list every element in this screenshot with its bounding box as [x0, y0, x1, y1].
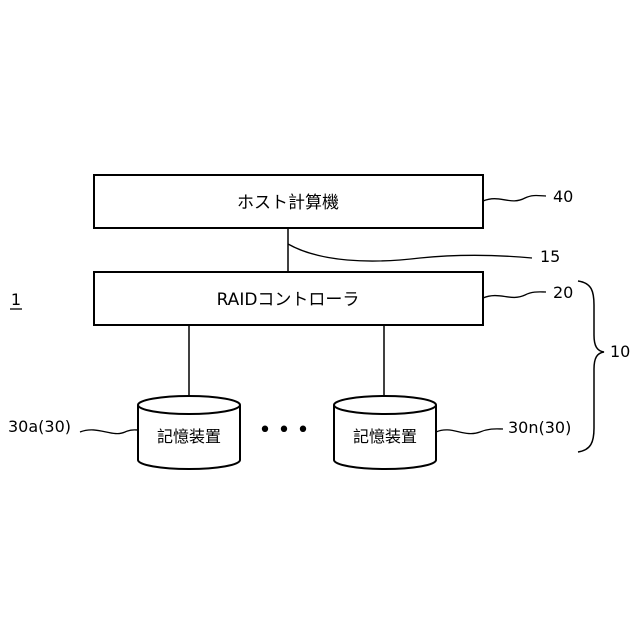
- connection-ref-label: 15: [540, 247, 560, 266]
- disk-ellipsis: •••: [259, 418, 316, 443]
- host-leader-line: [483, 196, 546, 202]
- disk-right-ref-label: 30n(30): [508, 418, 571, 437]
- connection-leader-line: [288, 244, 532, 261]
- raid-controller-box: RAIDコントローラ: [94, 272, 483, 325]
- disk-right-leader-line: [436, 429, 503, 434]
- system-label-text: 1: [11, 290, 21, 309]
- storage-device-left-top: [138, 396, 240, 414]
- storage-device-right-label: 記憶装置: [353, 427, 417, 446]
- storage-device-left-label: 記憶装置: [157, 427, 221, 446]
- storage-group-brace: [578, 281, 604, 452]
- controller-leader-line: [483, 292, 546, 298]
- host-computer-label: ホスト計算機: [237, 193, 339, 213]
- raid-controller-label: RAIDコントローラ: [217, 290, 360, 310]
- host-ref-label: 40: [553, 187, 573, 206]
- storage-device-right: 記憶装置: [334, 396, 436, 469]
- storage-device-right-top: [334, 396, 436, 414]
- disk-left-leader-line: [80, 430, 138, 434]
- system-label: 1: [10, 290, 22, 309]
- disk-left-ref-label: 30a(30): [8, 417, 71, 436]
- host-computer-box: ホスト計算機: [94, 175, 483, 228]
- storage-group-ref-label: 10: [610, 342, 630, 361]
- storage-device-left: 記憶装置: [138, 396, 240, 469]
- controller-ref-label: 20: [553, 283, 573, 302]
